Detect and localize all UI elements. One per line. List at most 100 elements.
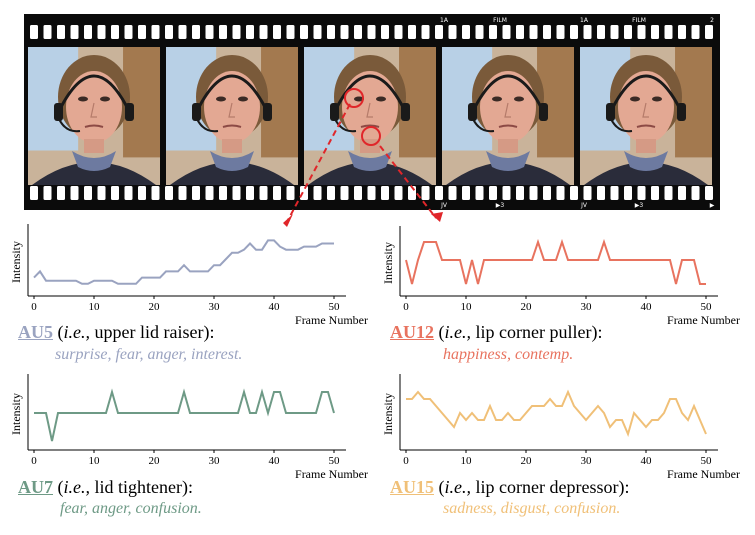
sprocket-hole xyxy=(327,25,335,39)
film-edge-label: JV xyxy=(580,202,588,209)
sprocket-hole xyxy=(462,186,470,200)
sprocket-hole xyxy=(313,25,322,39)
sprocket-hole xyxy=(84,186,92,200)
sprocket-hole xyxy=(637,186,646,200)
sprocket-hole xyxy=(408,25,416,39)
x-tick-label: 30 xyxy=(209,455,221,467)
x-tick-label: 10 xyxy=(89,455,101,467)
sprocket-hole xyxy=(624,186,632,200)
film-frame xyxy=(166,47,298,185)
eye xyxy=(354,96,364,102)
x-axis-label: Frame Number xyxy=(667,467,740,481)
x-tick-label: 30 xyxy=(581,301,593,313)
mouth xyxy=(84,124,104,128)
sprocket-hole xyxy=(300,25,308,39)
title-open: ( xyxy=(434,322,445,342)
title-close: ): xyxy=(203,322,215,342)
emotion-list: surprise, fear, anger, interest. xyxy=(55,346,243,363)
nose xyxy=(90,102,97,118)
sprocket-hole xyxy=(138,25,146,39)
x-tick-label: 20 xyxy=(521,455,533,467)
sprocket-hole xyxy=(570,25,578,39)
eye xyxy=(216,96,226,102)
sprocket-hole xyxy=(367,186,376,200)
au-title: AU15 (i.e., lip corner depressor): xyxy=(390,477,629,497)
sprocket-hole xyxy=(192,186,200,200)
sprocket-hole xyxy=(516,25,524,39)
emotion-list: happiness, contemp. xyxy=(443,346,574,363)
film-edge-label: 1A xyxy=(580,17,589,24)
emotion-list: sadness, disgust, confusion. xyxy=(443,500,621,517)
sprocket-hole xyxy=(124,25,133,39)
headset-mic xyxy=(334,118,357,133)
ie-text: i.e., xyxy=(63,322,91,342)
series-line xyxy=(33,239,334,285)
title-close: ): xyxy=(181,477,193,497)
sprocket-hole xyxy=(205,25,214,39)
scarf xyxy=(348,151,392,171)
au-code: AU7 xyxy=(18,477,53,497)
neck xyxy=(498,139,518,153)
sprocket-hole xyxy=(394,186,403,200)
sprocket-hole xyxy=(435,186,443,200)
film-frame xyxy=(442,47,574,185)
x-tick-label: 50 xyxy=(701,301,713,313)
jacket xyxy=(308,162,432,185)
sprocket-hole xyxy=(84,25,92,39)
sprocket-hole xyxy=(178,25,187,39)
headset-earpiece xyxy=(401,103,410,121)
series-line xyxy=(405,238,706,285)
sprocket-hole xyxy=(421,25,430,39)
face xyxy=(618,71,674,143)
x-tick-label: 40 xyxy=(641,455,653,467)
sprocket-hole xyxy=(286,186,295,200)
face xyxy=(204,71,260,143)
eye xyxy=(78,96,88,102)
x-tick-label: 0 xyxy=(31,301,37,313)
eye-region-marker xyxy=(344,88,364,108)
sprocket-hole xyxy=(70,25,79,39)
x-tick-label: 10 xyxy=(89,301,101,313)
headset-band xyxy=(196,74,268,110)
face xyxy=(66,71,122,143)
sprocket-hole xyxy=(30,25,38,39)
au-description: lip corner depressor xyxy=(475,477,619,497)
headset-band xyxy=(472,74,544,110)
sprocket-hole xyxy=(583,186,592,200)
film-edge-label: ▶3 xyxy=(635,202,644,209)
sprocket-hole xyxy=(651,25,659,39)
sprocket-hole xyxy=(205,186,214,200)
eye xyxy=(492,96,502,102)
sprocket-hole xyxy=(246,186,254,200)
sprocket-hole xyxy=(43,186,52,200)
sprocket-hole xyxy=(246,25,254,39)
sprocket-hole xyxy=(502,25,511,39)
au-title: AU12 (i.e., lip corner puller): xyxy=(390,322,602,342)
au-description: lid tightener xyxy=(94,477,182,497)
au-description: lip corner puller xyxy=(475,322,592,342)
sprocket-hole xyxy=(556,186,565,200)
arrowhead xyxy=(431,212,443,222)
sprocket-hole xyxy=(313,186,322,200)
sprocket-hole xyxy=(111,25,119,39)
sprocket-hole xyxy=(529,25,538,39)
x-tick-label: 30 xyxy=(581,455,593,467)
film-edge-label: ▶3 xyxy=(496,202,505,209)
film-edge-label: FILM xyxy=(493,17,507,24)
sprocket-hole xyxy=(70,186,79,200)
sprocket-hole xyxy=(462,25,470,39)
title-close: ): xyxy=(591,322,603,342)
headset-earpiece xyxy=(263,103,272,121)
sprocket-hole xyxy=(367,25,376,39)
sprocket-hole xyxy=(219,25,227,39)
sprocket-hole xyxy=(394,25,403,39)
sprocket-hole xyxy=(111,186,119,200)
au-code: AU12 xyxy=(390,322,434,342)
sprocket-hole xyxy=(57,186,65,200)
face xyxy=(480,71,536,143)
sprocket-hole xyxy=(475,25,484,39)
eye xyxy=(238,96,248,102)
nose xyxy=(228,102,235,118)
headset-earpiece xyxy=(677,103,686,121)
